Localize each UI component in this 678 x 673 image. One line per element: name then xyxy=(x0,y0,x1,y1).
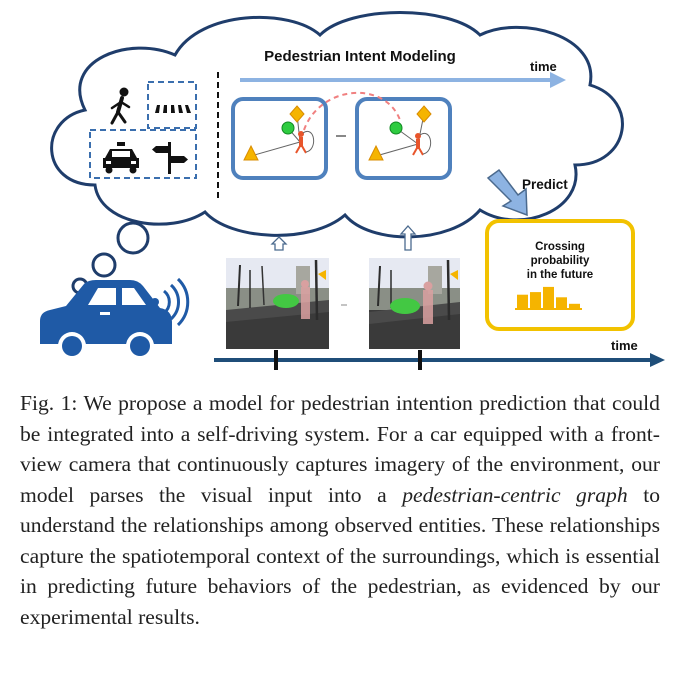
graph-frame-t2 xyxy=(355,97,452,180)
caption-text-after: to understand the relationships among ob… xyxy=(20,482,660,629)
crosswalk-icon xyxy=(155,105,191,113)
figure-title: Pedestrian Intent Modeling xyxy=(264,48,456,65)
taxi-icon xyxy=(103,142,139,174)
up-arrow-t2 xyxy=(399,225,417,251)
top-time-label: time xyxy=(530,59,557,74)
bottom-time-label: time xyxy=(611,338,638,353)
car-in-frame-t2 xyxy=(390,298,420,314)
bottom-timeline-arrow xyxy=(214,350,665,370)
probability-bar xyxy=(543,286,554,309)
caption-label: Fig. 1: xyxy=(20,391,78,415)
car-node xyxy=(281,121,295,135)
pedestrian-icon xyxy=(110,87,131,125)
thought-bubble-medium xyxy=(91,252,117,278)
output-label-line-1: Crossing xyxy=(535,241,585,253)
probability-bars xyxy=(515,286,582,310)
car-icon xyxy=(40,280,172,360)
crosswalk-node xyxy=(243,144,259,161)
camera-frame-t1 xyxy=(226,258,329,349)
graph-frame-t1 xyxy=(231,97,328,180)
up-arrow-t1 xyxy=(270,236,288,251)
output-label-line-2: probability xyxy=(531,255,590,267)
predict-label: Predict xyxy=(522,177,568,192)
probability-bar xyxy=(556,297,567,309)
temporal-link-arc xyxy=(303,91,401,131)
figure-caption: Fig. 1: We propose a model for pedestria… xyxy=(20,388,660,632)
output-label-line-3: in the future xyxy=(527,269,593,281)
crosswalk-box xyxy=(147,81,197,129)
thought-bubble-large xyxy=(116,221,150,255)
top-timeline-arrow xyxy=(240,72,566,88)
probability-bar xyxy=(517,294,528,309)
probability-bar xyxy=(530,292,541,309)
context-box xyxy=(89,129,197,179)
pedestrian-node xyxy=(295,131,307,154)
predict-arrow xyxy=(486,168,528,217)
pedestrian-graph-t1 xyxy=(243,105,314,161)
figure-1: Pedestrian Intent Modeling time xyxy=(40,11,665,370)
wireless-signal-icon xyxy=(151,277,190,327)
car-in-frame-t1 xyxy=(273,294,299,308)
caption-text-before: We propose a model for pedestrian intent… xyxy=(20,391,660,507)
probability-bar xyxy=(569,303,580,309)
camera-frame-t2 xyxy=(369,258,460,349)
pedestrian-graph-t2 xyxy=(368,105,432,161)
signpost-icon xyxy=(152,142,188,174)
caption-emphasis: pedestrian-centric graph xyxy=(402,482,628,507)
sign-node xyxy=(289,105,305,123)
thought-cloud xyxy=(50,11,624,239)
